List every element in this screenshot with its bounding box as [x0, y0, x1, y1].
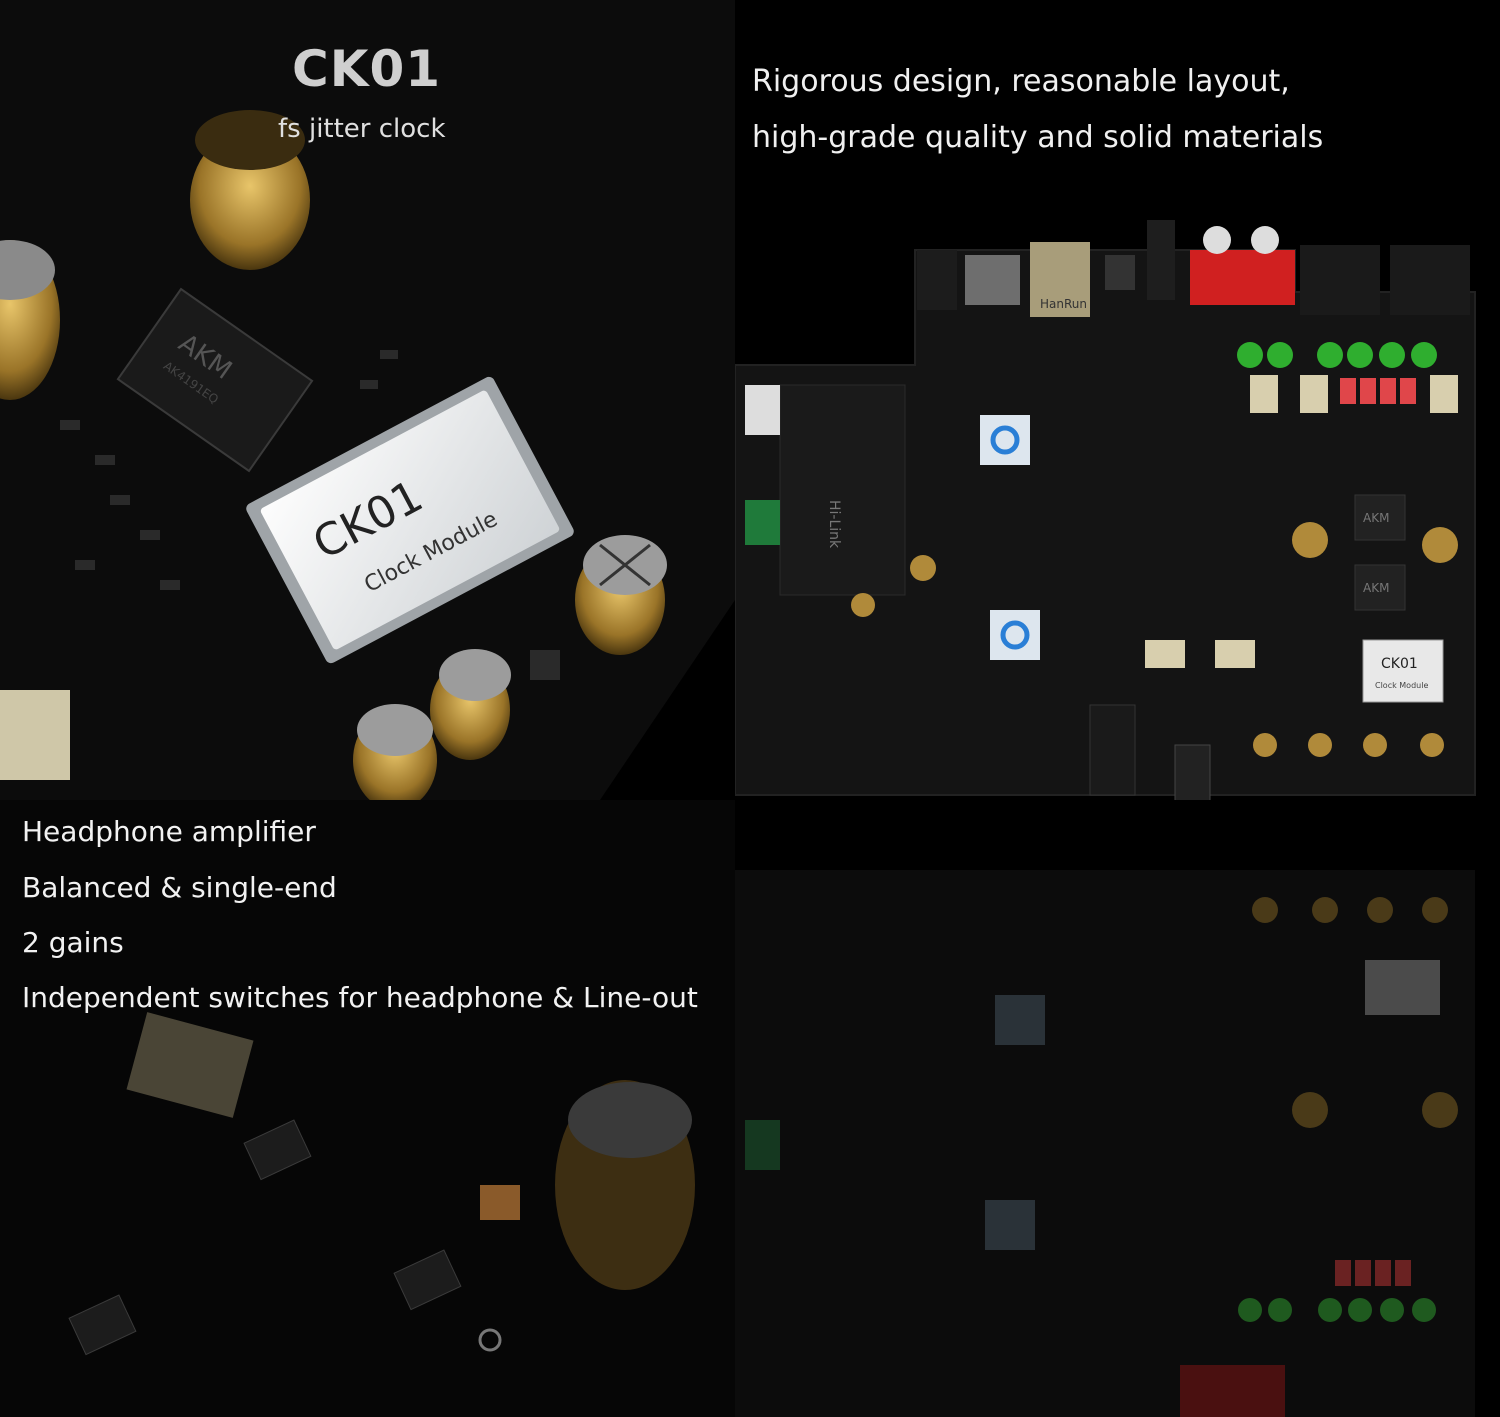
sd-slot [965, 255, 1020, 305]
capacitor-top [190, 110, 310, 270]
board-reflection-photo [735, 800, 1500, 1417]
svg-text:AKM: AKM [1363, 511, 1389, 525]
red-capacitors [1340, 378, 1416, 404]
inductor-green [745, 500, 780, 545]
reflection-fpga-1 [995, 995, 1045, 1045]
clock-closeup-illustration: AKM AK4191EQ CK01 Clock Module [0, 0, 735, 800]
indicator-leds [1237, 342, 1437, 368]
fpga-chip-lower [990, 610, 1040, 660]
svg-text:CK01: CK01 [1381, 656, 1418, 672]
capacitor-bottom [353, 649, 511, 800]
feature-switches: Independent switches for headphone & Lin… [22, 981, 698, 1014]
capacitor-right [575, 535, 667, 655]
design-tagline-line2: high-grade quality and solid materials [752, 120, 1324, 155]
full-board-illustration: HanRun Hi-Link [735, 220, 1476, 800]
op-amp-chips [68, 1119, 462, 1356]
akm-dac-chip-1: AKM [1354, 494, 1406, 541]
svg-text:AKM: AKM [1363, 581, 1389, 595]
power-supply-module [779, 384, 906, 596]
reflection-capacitors [1252, 897, 1458, 1128]
connector-white [745, 385, 780, 435]
tantalum-cap [480, 1185, 520, 1220]
usb-c-port [1105, 255, 1135, 290]
relays [1145, 375, 1458, 668]
clock-subtitle: fs jitter clock [278, 114, 446, 144]
capacitor-left [0, 240, 60, 400]
reflection-ck01-module [1365, 960, 1440, 1015]
headphone-jack-single [1174, 744, 1211, 800]
akm-clock-chip: AKM AK4191EQ [116, 287, 314, 473]
reflection-rca [1180, 1365, 1285, 1417]
feature-headphone-amp: Headphone amplifier [22, 815, 316, 848]
feature-balanced: Balanced & single-end [22, 871, 337, 904]
amp-closeup-illustration [0, 800, 735, 1417]
design-tagline-line1: Rigorous design, reasonable layout, [752, 64, 1290, 99]
ethernet-port [1030, 242, 1090, 317]
feature-gains: 2 gains [22, 926, 124, 959]
xlr-outputs [1300, 245, 1470, 315]
relay [0, 690, 70, 780]
smd-components [60, 350, 560, 680]
clock-closeup-photo: AKM AK4191EQ CK01 Clock Module [0, 0, 735, 800]
headphone-jack-balanced [1089, 704, 1136, 796]
amp-closeup-photo [0, 800, 735, 1417]
power-jack [917, 250, 957, 310]
capacitor-faded [555, 1080, 695, 1290]
relay-faded [126, 1012, 254, 1118]
reflection-leds [1238, 1298, 1436, 1322]
test-point [478, 1328, 502, 1352]
ck01-clock-module: CK01 Clock Module [246, 376, 574, 664]
reflection-red-caps [1335, 1260, 1411, 1286]
akm-dac-chip-2: AKM [1354, 564, 1406, 611]
fpga-chip-upper [980, 415, 1030, 465]
svg-text:Clock Module: Clock Module [1375, 681, 1428, 690]
reflection-inductor [745, 1120, 780, 1170]
board-ck01-module: CK01 Clock Module [1362, 639, 1444, 703]
board-reflection-illustration [735, 870, 1475, 1417]
full-board-photo: HanRun Hi-Link [735, 0, 1500, 800]
clock-title: CK01 [292, 40, 442, 98]
optical-port [1147, 220, 1175, 300]
reflection-fpga-2 [985, 1200, 1035, 1250]
gold-capacitors [851, 522, 1458, 757]
rca-outputs [1190, 226, 1295, 305]
svg-text:Hi-Link: Hi-Link [826, 500, 842, 549]
svg-text:HanRun: HanRun [1040, 297, 1087, 311]
